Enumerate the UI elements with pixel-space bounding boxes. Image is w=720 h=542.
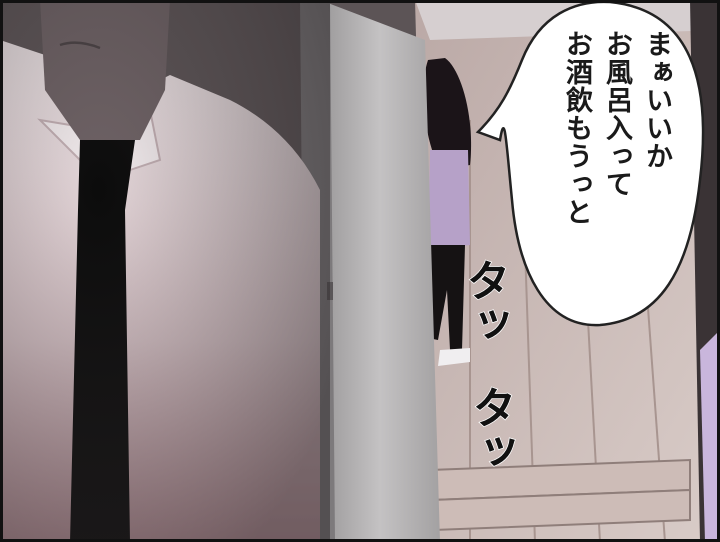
right-purple-edge bbox=[700, 330, 720, 542]
speech-bubble bbox=[475, 0, 705, 327]
footstep-sfx-1: タッ bbox=[458, 257, 511, 347]
man-shadow bbox=[0, 0, 330, 542]
walking-girl bbox=[423, 58, 472, 366]
footstep-sfx-2: タッ bbox=[464, 384, 517, 474]
door-panel bbox=[320, 0, 440, 542]
floor-steps bbox=[428, 458, 691, 532]
speech-bubble-text: まぁいいか お風呂入って お酒飲もうっと bbox=[561, 30, 672, 226]
